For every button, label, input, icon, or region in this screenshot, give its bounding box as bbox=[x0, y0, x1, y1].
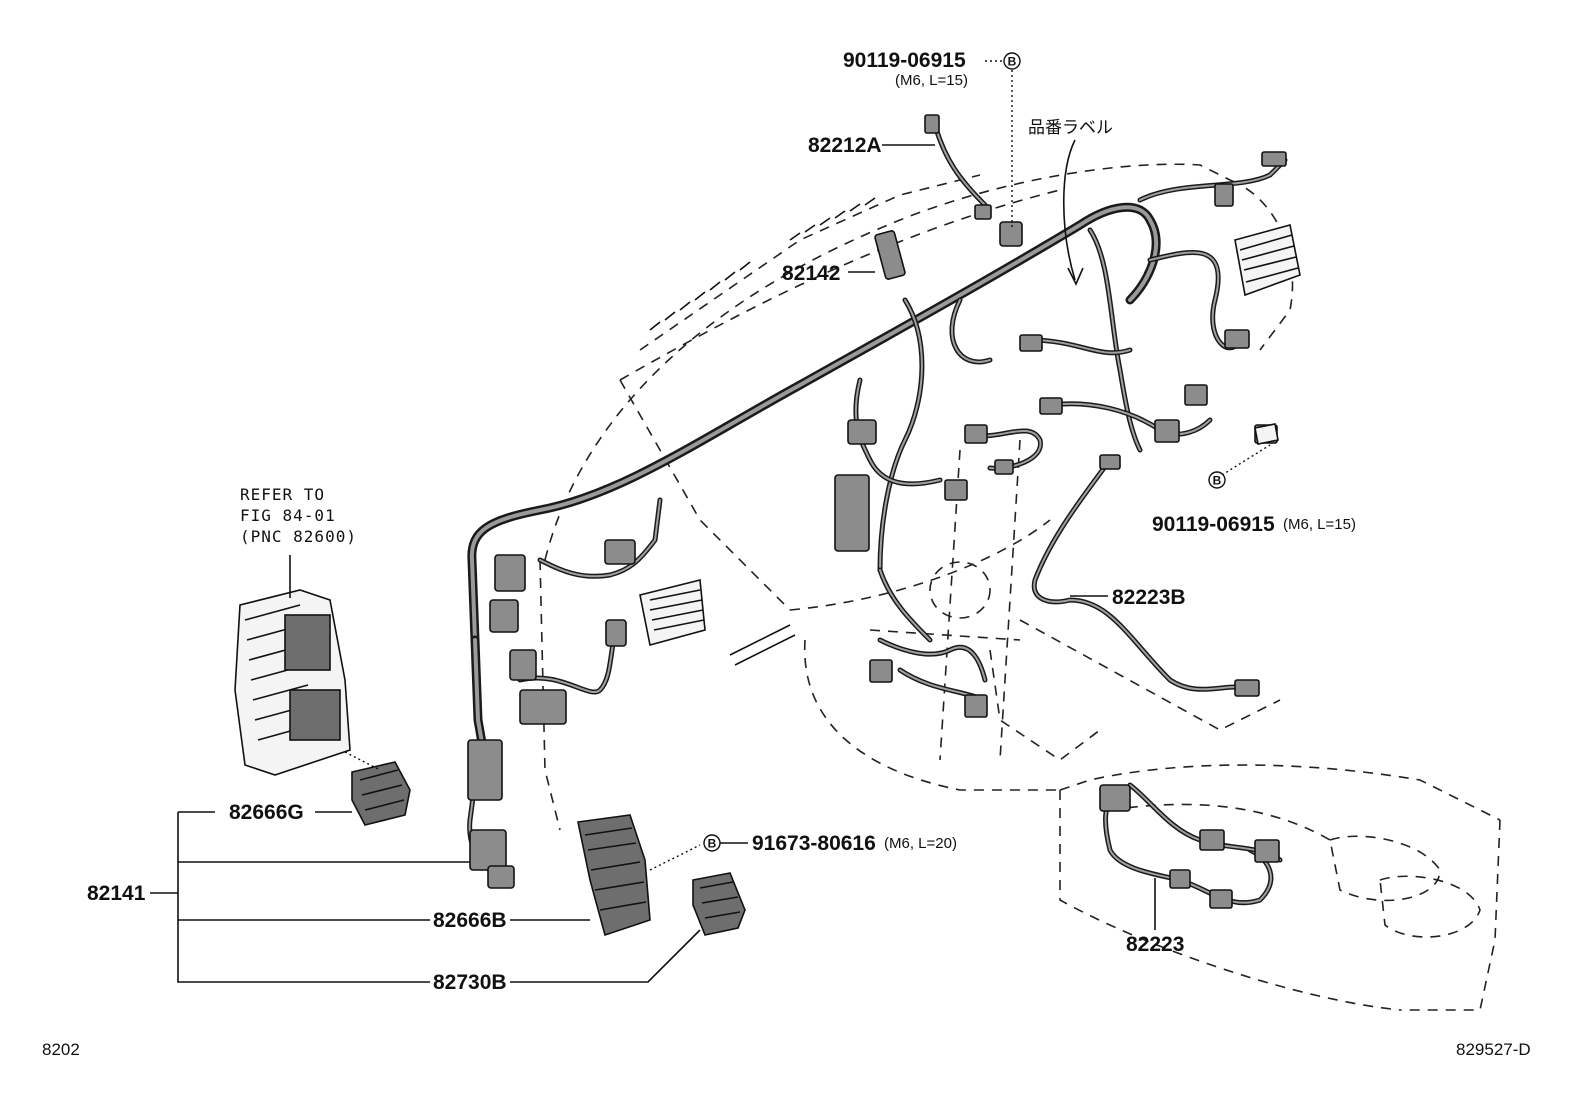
bolt-lower-number: 91673-80616 bbox=[752, 832, 876, 855]
bolt-right-number: 90119-06915 bbox=[1152, 513, 1275, 536]
bracket-82141 bbox=[150, 811, 470, 983]
part-82212A: 82212A bbox=[808, 134, 882, 157]
connectors bbox=[467, 114, 1287, 909]
refer-line-2: FIG 84-01 bbox=[240, 506, 336, 525]
junction-block-82600 bbox=[234, 589, 351, 776]
label-note: 品番ラベル bbox=[1028, 118, 1113, 137]
leader-82730B bbox=[510, 929, 701, 983]
part-82666B: 82666B bbox=[433, 909, 507, 932]
refer-line-3: (PNC 82600) bbox=[240, 527, 357, 546]
footer-left: 8202 bbox=[42, 1040, 80, 1059]
marker-b-lower: B bbox=[703, 834, 721, 852]
bolt-top-spec: (M6, L=15) bbox=[895, 72, 968, 89]
bolt-lower-spec: (M6, L=20) bbox=[884, 835, 957, 852]
bolt-right bbox=[1221, 423, 1279, 476]
relay-82666G bbox=[351, 761, 411, 826]
marker-b-top: B bbox=[1003, 52, 1021, 70]
arrow-head-label-note bbox=[1067, 267, 1084, 286]
footer-right: 829527-D bbox=[1456, 1040, 1531, 1059]
svg-text:B: B bbox=[708, 837, 717, 851]
bolt-right-spec: (M6, L=15) bbox=[1283, 516, 1356, 533]
svg-text:B: B bbox=[1008, 55, 1017, 69]
part-82142: 82142 bbox=[782, 262, 840, 285]
bolt-91673-dotted-leader bbox=[649, 844, 701, 871]
relay-82730B bbox=[692, 872, 746, 936]
svg-text:B: B bbox=[1213, 474, 1222, 488]
instrument-panel-outline bbox=[539, 163, 1501, 1011]
part-82223B: 82223B bbox=[1112, 586, 1186, 609]
bolt-top-number: 90119-06915 bbox=[843, 49, 966, 72]
refer-line-1: REFER TO bbox=[240, 485, 325, 504]
part-82141: 82141 bbox=[87, 882, 146, 905]
marker-b-right: B bbox=[1208, 471, 1226, 489]
part-82666G: 82666G bbox=[229, 801, 304, 824]
arrow-label-note bbox=[1063, 139, 1076, 281]
part-82223: 82223 bbox=[1126, 933, 1184, 956]
part-82730B: 82730B bbox=[433, 971, 507, 994]
relay-block-82666B bbox=[577, 814, 651, 937]
relay-82666G-dotted-leader bbox=[344, 751, 381, 771]
